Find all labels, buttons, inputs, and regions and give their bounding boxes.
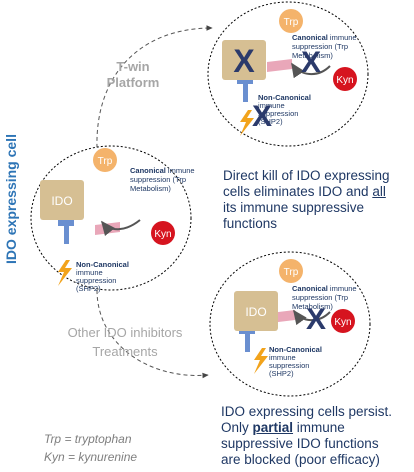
other-treatments-line2: Treatments <box>92 344 158 359</box>
legend-kyn: Kyn = kynurenine <box>44 450 138 464</box>
svg-text:Canonical immune: Canonical immune <box>292 284 357 293</box>
svg-text:Canonical immune: Canonical immune <box>292 33 357 42</box>
kyn-ball <box>333 67 357 91</box>
emph-all: all <box>372 184 386 199</box>
ido-box <box>222 40 266 80</box>
svg-text:Metabolism): Metabolism) <box>292 302 333 311</box>
result-bottom-line1: IDO expressing cells persist. <box>221 404 393 419</box>
twin-platform-line1: T-win <box>116 59 150 74</box>
svg-text:Non-Canonical: Non-Canonical <box>76 260 129 269</box>
svg-text:Non-Canonical: Non-Canonical <box>269 345 322 354</box>
result-top-line3: its immune suppressive <box>223 200 365 215</box>
ido-box <box>40 180 84 220</box>
kyn-label: Kyn <box>154 229 171 240</box>
svg-text:immune: immune <box>76 268 103 277</box>
svg-text:Non-Canonical: Non-Canonical <box>258 93 311 102</box>
cell-other: IDO Trp Kyn Canonical immune suppression… <box>209 251 371 397</box>
x-mark-canonical: X <box>301 46 321 79</box>
result-bottom-line3: suppressive IDO functions <box>221 436 379 451</box>
x-mark-ido: X <box>233 43 255 79</box>
svg-text:suppression: suppression <box>269 361 309 370</box>
svg-text:suppression (Trp: suppression (Trp <box>292 293 348 302</box>
kyn-label: Kyn <box>334 317 351 328</box>
kyn-ball <box>331 309 355 333</box>
twin-arrow <box>96 25 213 149</box>
result-top-line2: cells eliminates IDO and all <box>223 184 386 199</box>
svg-text:suppression: suppression <box>258 109 298 118</box>
result-top: Direct kill of IDO expressing cells elim… <box>223 168 390 232</box>
ido-label: IDO <box>245 305 266 319</box>
trp-ball <box>279 9 303 33</box>
x-mark-canonical: X <box>306 303 326 336</box>
result-bottom-line2: Only partial immune <box>221 420 345 435</box>
trp-ball <box>279 259 303 283</box>
result-bottom: IDO expressing cells persist. Only parti… <box>221 404 392 468</box>
result-bottom-line4: are blocked (poor efficacy) <box>221 452 380 467</box>
svg-text:Canonical immune: Canonical immune <box>130 166 195 175</box>
emph-partial: partial <box>252 420 294 435</box>
trp-label: Trp <box>284 267 299 278</box>
ido-box <box>234 291 278 331</box>
twin-platform-line2: Platform <box>106 75 160 90</box>
side-label: IDO expressing cell <box>3 134 19 264</box>
svg-text:suppression: suppression <box>76 276 116 285</box>
ido-label: IDO <box>51 194 72 208</box>
result-top-line4: functions <box>223 216 278 231</box>
kyn-ball <box>151 221 175 245</box>
svg-text:immune: immune <box>269 353 296 362</box>
kyn-label: Kyn <box>336 75 353 86</box>
bolt-icon <box>58 260 72 286</box>
trp-ball <box>93 148 117 172</box>
bolt-icon <box>254 348 268 374</box>
legend-trp: Trp = tryptophan <box>44 432 132 446</box>
trp-label: Trp <box>98 156 113 167</box>
svg-text:suppression (Trp: suppression (Trp <box>292 42 348 51</box>
other-treatments-line1: Other IDO inhibitors <box>67 325 183 340</box>
x-mark-noncanonical: X <box>252 100 272 133</box>
svg-text:Metabolism): Metabolism) <box>130 184 171 193</box>
trp-label: Trp <box>284 17 299 28</box>
svg-text:(SHP2): (SHP2) <box>258 117 283 126</box>
svg-text:Metabolism): Metabolism) <box>292 51 333 60</box>
cell-twin: Trp Kyn Canonical immune suppression (Tr… <box>207 1 369 147</box>
svg-text:(SHP2): (SHP2) <box>76 284 101 293</box>
result-top-line1: Direct kill of IDO expressing <box>223 168 390 183</box>
svg-text:suppression (Trp: suppression (Trp <box>130 175 186 184</box>
svg-text:immune: immune <box>258 101 285 110</box>
cell-original: IDO Trp Kyn Canonical immune suppression… <box>30 145 195 293</box>
bolt-icon <box>240 110 254 136</box>
svg-text:(SHP2): (SHP2) <box>269 369 294 378</box>
